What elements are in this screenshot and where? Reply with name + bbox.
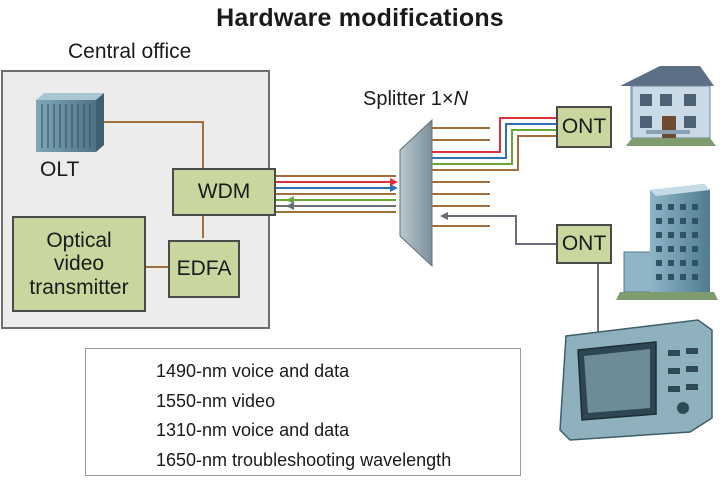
optical-video-transmitter-block: Optical video transmitter <box>12 216 146 312</box>
olt-rack-icon <box>36 93 104 152</box>
wdm-splitter-fiber-bundle <box>276 175 398 213</box>
office-building-icon <box>616 184 718 300</box>
splitter-label: Splitter 1×N <box>363 88 468 111</box>
legend-item: 1650-nm troubleshooting wavelength <box>156 449 451 471</box>
edfa-label: EDFA <box>176 257 232 281</box>
legend-label: 1650-nm troubleshooting wavelength <box>156 449 452 470</box>
diagram-title: Hardware modifications <box>216 4 504 32</box>
splitter-output-fibers <box>432 127 490 227</box>
legend-label: 1490-nm voice and data <box>156 360 350 381</box>
legend: 1490-nm voice and data 1550-nm video 131… <box>85 348 521 476</box>
splitter-icon <box>399 118 433 268</box>
legend-item: 1310-nm voice and data <box>156 419 349 441</box>
ont-upper-label: ONT <box>561 115 607 139</box>
transmitter-line-2: video <box>53 252 105 276</box>
splitter-label-prefix: Splitter 1× <box>363 88 454 110</box>
splitter-label-n: N <box>453 88 469 110</box>
central-office-label: Central office <box>68 40 192 63</box>
transmitter-line-3: transmitter <box>29 275 129 299</box>
transmitter-line-1: Optical <box>46 228 112 252</box>
legend-item: 1490-nm voice and data <box>156 360 349 382</box>
test-instrument-icon <box>559 319 713 441</box>
ont-lower-block: ONT <box>556 224 612 264</box>
legend-label: 1310-nm voice and data <box>156 419 350 440</box>
legend-label: 1550-nm video <box>156 390 276 411</box>
legend-item: 1550-nm video <box>156 390 275 412</box>
edfa-block: EDFA <box>168 240 240 298</box>
wdm-label: WDM <box>197 180 251 204</box>
olt-label: OLT <box>40 158 80 181</box>
wdm-block: WDM <box>172 168 276 216</box>
ont-lower-label: ONT <box>561 232 607 256</box>
house-icon <box>620 66 716 146</box>
ont-upper-block: ONT <box>556 106 612 148</box>
ont-upper-fibers <box>432 117 556 171</box>
